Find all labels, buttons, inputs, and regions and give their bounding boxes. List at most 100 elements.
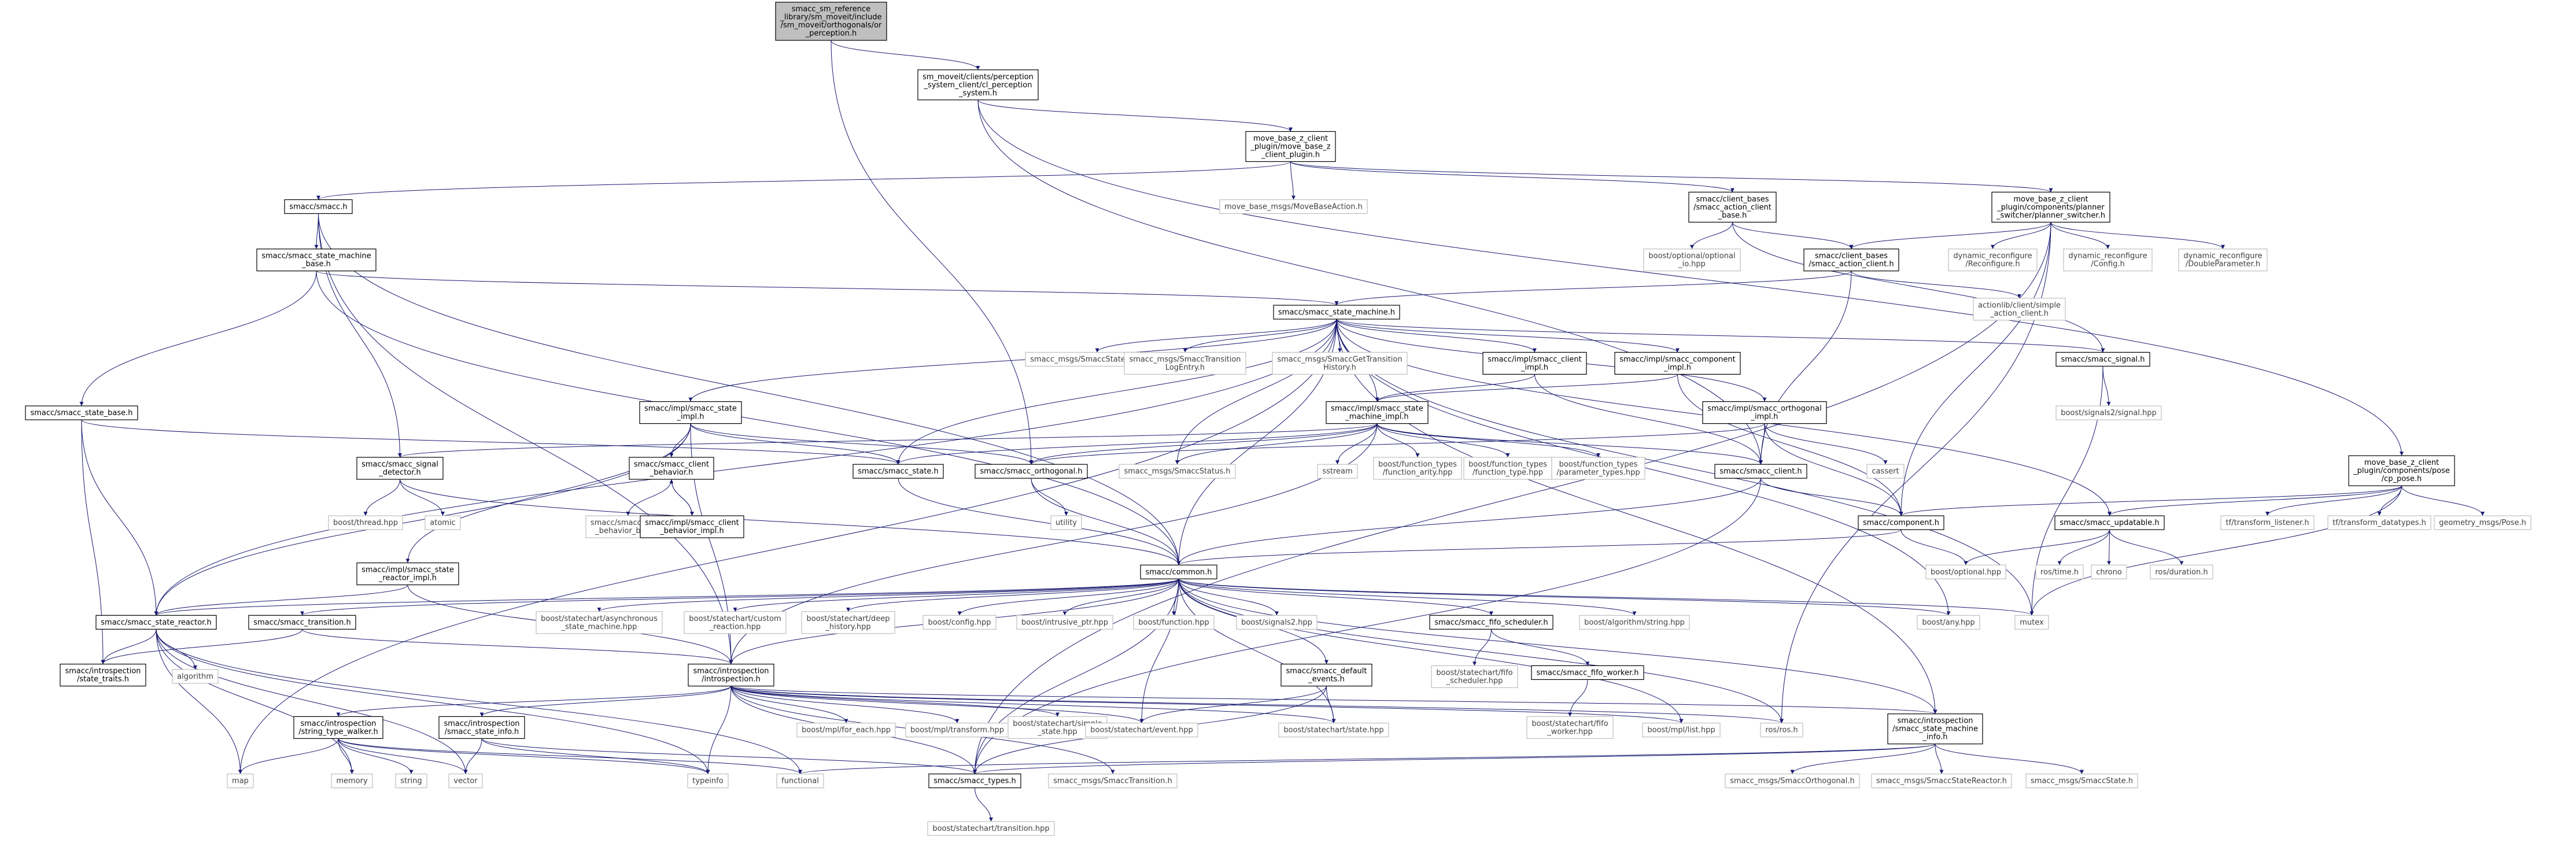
node-orthogonal-h[interactable]: smacc/smacc_orthogonal.h bbox=[975, 464, 1088, 479]
node-impl-client-impl[interactable]: smacc/impl/smacc_client_impl.h bbox=[1482, 352, 1587, 375]
node-box bbox=[1272, 352, 1408, 375]
node-intro-sm-info[interactable]: smacc/introspection/smacc_state_machine_… bbox=[1887, 713, 1983, 745]
node-mb-msgs: move_base_msgs/MoveBaseAction.h bbox=[1219, 199, 1368, 214]
node-label: smacc/smacc_default bbox=[1286, 667, 1367, 676]
node-planner-switcher[interactable]: move_base_z_client_plugin/components/pla… bbox=[1991, 191, 2110, 223]
node-client-h[interactable]: smacc/smacc_client.h bbox=[1714, 464, 1807, 479]
node-default-events[interactable]: smacc/smacc_default_events.h bbox=[1280, 663, 1372, 687]
node-impl-sm-impl[interactable]: smacc/impl/smacc_state_machine_impl.h bbox=[1326, 401, 1429, 424]
node-impl-orth-impl[interactable]: smacc/impl/smacc_orthogonal_impl.h bbox=[1702, 401, 1827, 424]
node-cl-perception[interactable]: sm_moveit/clients/perception_system_clie… bbox=[917, 69, 1039, 101]
node-algorithm: algorithm bbox=[172, 669, 219, 684]
edge-client-h-to-component-h bbox=[1761, 478, 1903, 516]
node-types-h[interactable]: smacc/smacc_types.h bbox=[928, 774, 1021, 789]
node-dr-double: dynamic_reconfigure/DoubleParameter.h bbox=[2178, 249, 2268, 272]
node-box bbox=[688, 663, 774, 687]
edge-sm-base-to-common-h bbox=[316, 271, 1181, 565]
node-state-reactor-impl[interactable]: smacc/impl/smacc_state_reactor_impl.h bbox=[356, 562, 459, 586]
edge-common-h-to-mutex bbox=[1178, 578, 2034, 616]
node-msgs-statereactor: smacc_msgs/SmaccStateReactor.h bbox=[1871, 774, 2012, 789]
node-state-reactor[interactable]: smacc/smacc_state_reactor.h bbox=[95, 615, 217, 630]
node-fifo-worker[interactable]: smacc/smacc_fifo_worker.h bbox=[1531, 665, 1644, 680]
node-boost-any: boost/any.hpp bbox=[1917, 615, 1980, 630]
edge-fifo-worker-to-sc-fifo-worker bbox=[1568, 679, 1588, 717]
node-box bbox=[852, 464, 944, 479]
node-sstream: sstream bbox=[1317, 464, 1358, 479]
node-label: /introspection.h bbox=[702, 675, 761, 684]
node-state-base[interactable]: smacc/smacc_state_base.h bbox=[25, 405, 138, 420]
node-root[interactable]: smacc_sm_reference_library/sm_moveit/inc… bbox=[775, 2, 887, 41]
node-sm-base[interactable]: smacc/smacc_state_machine_base.h bbox=[256, 249, 377, 272]
node-label: /cp_pose.h bbox=[2382, 475, 2422, 483]
edge-state-reactor-impl-to-state-reactor bbox=[154, 585, 408, 616]
node-label: tf/transform_listener.h bbox=[2226, 519, 2309, 527]
node-box bbox=[975, 464, 1088, 479]
node-label: _plugin/components/planner bbox=[1996, 203, 2105, 212]
node-smacc-signal[interactable]: smacc/smacc_signal.h bbox=[2055, 352, 2150, 367]
node-box bbox=[1917, 615, 1980, 630]
node-impl-component-impl[interactable]: smacc/impl/smacc_component_impl.h bbox=[1614, 352, 1741, 375]
node-component-h[interactable]: smacc/component.h bbox=[1858, 515, 1944, 530]
node-pose-h[interactable]: move_base_z_client_plugin/components/pos… bbox=[2348, 455, 2455, 486]
node-state-machine-h[interactable]: smacc/smacc_state_machine.h bbox=[1273, 305, 1400, 320]
node-box bbox=[1236, 615, 1317, 630]
node-label: chrono bbox=[2096, 568, 2122, 576]
node-intro-state-info[interactable]: smacc/introspection/smacc_state_info.h bbox=[438, 716, 525, 739]
node-boost-signals2-signal: boost/signals2/signal.hpp bbox=[2055, 405, 2162, 420]
node-chrono: chrono bbox=[2091, 564, 2127, 579]
edge-transition-h-to-intro-state-traits bbox=[101, 629, 302, 664]
node-label: smacc/smacc.h bbox=[289, 202, 347, 211]
node-label: boost/function_types bbox=[1468, 460, 1547, 469]
node-label: boost/statechart/state.hpp bbox=[1283, 726, 1383, 735]
node-transition-h[interactable]: smacc/smacc_transition.h bbox=[248, 615, 356, 630]
node-intro-state-traits[interactable]: smacc/introspection/state_traits.h bbox=[60, 663, 146, 687]
edge-intro-sm-info-to-msgs-statereactor bbox=[1935, 744, 1944, 774]
node-box bbox=[1140, 564, 1217, 579]
edge-mbz-plugin-to-cb-action-client bbox=[1290, 161, 1734, 193]
node-client-behavior[interactable]: smacc/smacc_client_behavior.h bbox=[629, 457, 714, 480]
node-label: /smacc_action_client bbox=[1693, 203, 1772, 212]
edge-intro-introspection-to-typeinfo bbox=[706, 686, 732, 774]
edge-impl-sm-impl-to-signal-detector bbox=[398, 423, 1378, 458]
node-state-h[interactable]: smacc/smacc_state.h bbox=[852, 464, 944, 479]
node-impl-state-impl[interactable]: smacc/impl/smacc_state_impl.h bbox=[639, 401, 742, 424]
edge-state-machine-h-to-smacc-signal bbox=[1336, 319, 2105, 353]
edge-impl-state-impl-to-state-h bbox=[690, 423, 901, 465]
node-box bbox=[922, 615, 997, 630]
node-common-h[interactable]: smacc/common.h bbox=[1140, 564, 1217, 579]
node-mutex: mutex bbox=[2014, 615, 2049, 630]
node-box bbox=[2014, 615, 2049, 630]
node-cb-action-client[interactable]: smacc/client_bases/smacc_action_client_b… bbox=[1688, 191, 1777, 223]
node-updatable-h[interactable]: smacc/smacc_updatable.h bbox=[2054, 515, 2165, 530]
node-label: /smacc_state_info.h bbox=[445, 727, 519, 736]
node-smacc-h[interactable]: smacc/smacc.h bbox=[284, 199, 353, 214]
node-box bbox=[684, 611, 787, 634]
node-label: boost/optional.hpp bbox=[1931, 568, 2001, 576]
node-label: smacc_msgs/SmaccTransition.h bbox=[1053, 777, 1172, 786]
node-label: /smacc_state_machine bbox=[1892, 725, 1978, 734]
node-intro-stw[interactable]: smacc/introspection/string_type_walker.h bbox=[293, 716, 383, 739]
node-label: dynamic_reconfigure bbox=[2183, 252, 2262, 261]
edge-cb-impl-to-client-behavior bbox=[669, 479, 692, 516]
node-label: _impl.h bbox=[676, 413, 704, 421]
node-ros-ros: ros/ros.h bbox=[1760, 723, 1803, 738]
node-label: mutex bbox=[2020, 618, 2044, 627]
edge-planner-switcher-to-component-h bbox=[1899, 222, 2051, 516]
node-intro-introspection[interactable]: smacc/introspection/introspection.h bbox=[688, 663, 774, 687]
node-vector: vector bbox=[448, 774, 483, 789]
node-cb-smacc-action-client[interactable]: smacc/client_bases/smacc_action_client.h bbox=[1803, 249, 1899, 272]
node-fifo-scheduler[interactable]: smacc/smacc_fifo_scheduler.h bbox=[1429, 615, 1553, 630]
node-geo-pose: geometry_msgs/Pose.h bbox=[2434, 515, 2531, 530]
node-cb-impl[interactable]: smacc/impl/smacc_client_behavior_impl.h bbox=[640, 515, 744, 538]
node-label: boost/intrusive_ptr.hpp bbox=[1021, 618, 1108, 627]
edge-impl-orth-impl-to-component-h bbox=[1764, 423, 1903, 516]
node-label: _history.hpp bbox=[825, 623, 870, 631]
node-box bbox=[1579, 615, 1690, 630]
node-label: dynamic_reconfigure bbox=[2068, 252, 2147, 261]
node-label: smacc/smacc_signal bbox=[361, 460, 438, 469]
edge-state-machine-h-to-map bbox=[238, 319, 1337, 774]
node-mbz-plugin[interactable]: move_base_z_client_plugin/move_base_z_cl… bbox=[1245, 131, 1336, 162]
node-box bbox=[1614, 352, 1741, 375]
node-label: /string_type_walker.h bbox=[298, 727, 378, 736]
node-signal-detector[interactable]: smacc/smacc_signal_detector.h bbox=[356, 457, 444, 480]
